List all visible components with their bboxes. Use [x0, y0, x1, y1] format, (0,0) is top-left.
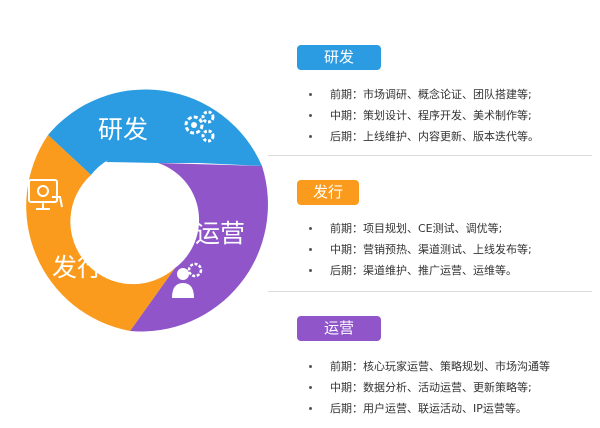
section-list-operation: 前期：核心玩家运营、策略规划、市场沟通等 中期：数据分析、活动运营、更新策略等;…	[306, 356, 550, 419]
section-title-operation: 运营	[297, 316, 381, 341]
list-item: 后期：上线维护、内容更新、版本迭代等。	[306, 126, 539, 147]
section-title-research: 研发	[297, 45, 381, 70]
list-item: 中期：数据分析、活动运营、更新策略等;	[306, 377, 550, 398]
section-title-publish: 发行	[297, 180, 359, 205]
segment-publish	[26, 135, 175, 331]
segment-operation	[130, 163, 268, 332]
list-item: 前期：市场调研、概念论证、团队搭建等;	[306, 84, 539, 105]
cycle-diagram: 研发 运营 发行	[26, 89, 268, 332]
segment-label-operation: 运营	[195, 219, 245, 248]
list-item: 前期：核心玩家运营、策略规划、市场沟通等	[306, 356, 550, 377]
divider	[268, 291, 592, 292]
list-item: 后期：用户运营、联运活动、IP运营等。	[306, 398, 550, 419]
section-list-publish: 前期：项目规划、CE测试、调优等; 中期：营销预热、渠道测试、上线发布等; 后期…	[306, 218, 532, 281]
segment-label-publish: 发行	[52, 253, 102, 282]
section-list-research: 前期：市场调研、概念论证、团队搭建等; 中期：策划设计、程序开发、美术制作等; …	[306, 84, 539, 147]
divider	[268, 155, 592, 156]
segment-label-research: 研发	[98, 115, 148, 144]
list-item: 中期：策划设计、程序开发、美术制作等;	[306, 105, 539, 126]
segment-research	[48, 89, 262, 175]
person-gear-icon	[172, 262, 203, 298]
list-item: 中期：营销预热、渠道测试、上线发布等;	[306, 239, 532, 260]
list-item: 前期：项目规划、CE测试、调优等;	[306, 218, 532, 239]
gears-icon	[184, 110, 215, 143]
list-item: 后期：渠道维护、推广运营、运维等。	[306, 260, 532, 281]
monitor-coin-icon	[28, 179, 63, 210]
